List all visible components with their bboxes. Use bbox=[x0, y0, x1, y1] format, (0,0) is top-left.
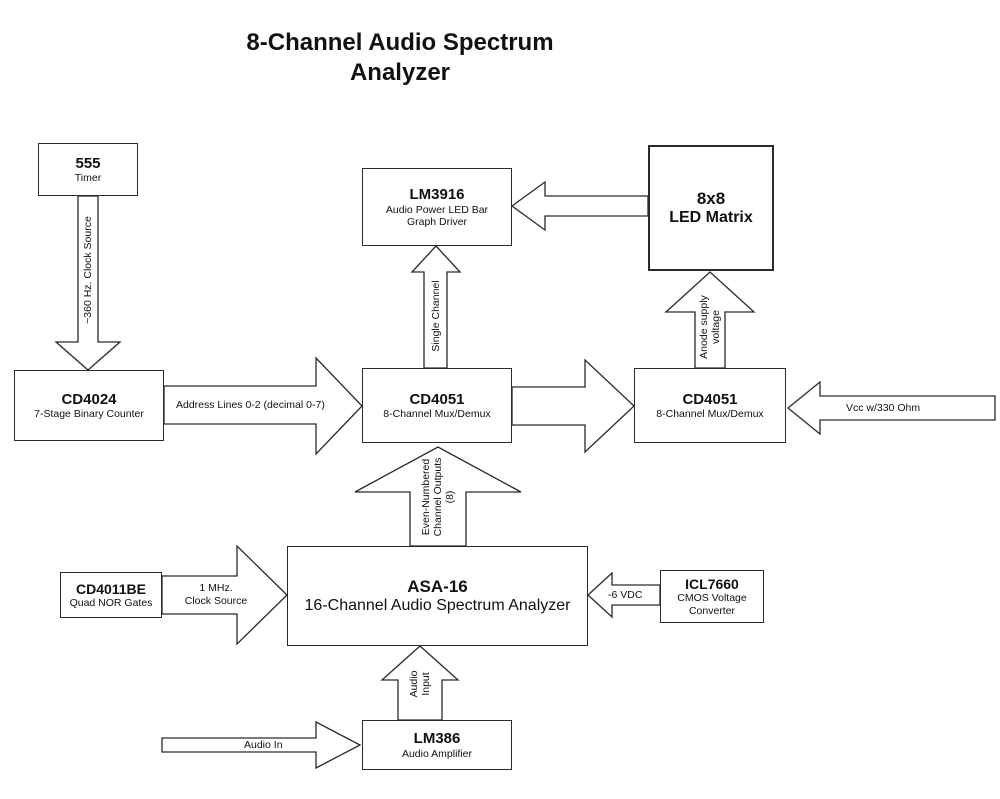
diagram-title-line1: 8-Channel Audio Spectrum bbox=[246, 29, 554, 56]
block-subtitle: Timer bbox=[74, 172, 102, 185]
block-title: LM386 bbox=[413, 730, 461, 748]
label-clk-line1: 1 MHz. bbox=[199, 582, 233, 594]
arrow-vcc-to-mux2 bbox=[786, 380, 996, 436]
block-title: ASA-16 bbox=[407, 577, 468, 597]
block-subtitle: 16-Channel Audio Spectrum Analyzer bbox=[304, 596, 571, 614]
label-anode-line2: voltage bbox=[710, 310, 722, 344]
block-subtitle: Quad NOR Gates bbox=[69, 597, 153, 610]
block-title: 8x8 bbox=[696, 189, 726, 209]
label-single-channel: Single Channel bbox=[429, 280, 442, 352]
label-address-lines: Address Lines 0-2 (decimal 0-7) bbox=[176, 399, 325, 411]
block-title: CD4051 bbox=[409, 390, 465, 408]
label-even-line3: (8) bbox=[444, 490, 457, 504]
block-subtitle-line1: CMOS Voltage bbox=[677, 592, 747, 605]
block-lm386-amplifier: LM386 Audio Amplifier bbox=[362, 720, 512, 770]
label-anode-supply: Anode supply voltage bbox=[698, 295, 722, 359]
block-icl7660-converter: ICL7660 CMOS Voltage Converter bbox=[660, 570, 764, 623]
label-audio-line2: Input bbox=[420, 672, 432, 696]
arrow-mux2-to-matrix bbox=[664, 271, 756, 369]
block-subtitle: 8-Channel Mux/Demux bbox=[383, 408, 491, 421]
label-neg6-vdc: -6 VDC bbox=[608, 589, 643, 601]
block-title: ICL7660 bbox=[685, 576, 739, 593]
label-even-numbered-outputs: Even-Numbered Channel Outputs (8) bbox=[420, 458, 456, 537]
arrow-mux1-to-lm3916 bbox=[410, 245, 462, 369]
arrow-icl7660-to-asa16 bbox=[587, 571, 661, 619]
block-cd4011be-nor: CD4011BE Quad NOR Gates bbox=[60, 572, 162, 618]
block-title: CD4011BE bbox=[75, 580, 147, 597]
label-audio-input: Audio Input bbox=[408, 671, 432, 698]
block-subtitle-line2: Graph Driver bbox=[406, 215, 468, 228]
arrow-nor-to-asa16 bbox=[161, 544, 288, 646]
block-subtitle-line1: Audio Power LED Bar bbox=[385, 203, 489, 216]
arrow-audioin-to-lm386 bbox=[161, 720, 362, 770]
label-1mhz-clock: 1 MHz. Clock Source bbox=[184, 582, 248, 607]
arrow-counter-to-mux1 bbox=[163, 356, 363, 456]
label-clock-source: ~360 Hz. Clock Source bbox=[81, 216, 94, 324]
block-cd4051-mux-right: CD4051 8-Channel Mux/Demux bbox=[634, 368, 786, 443]
block-555-timer: 555 Timer bbox=[38, 143, 138, 196]
diagram-title-line2: Analyzer bbox=[349, 59, 451, 86]
arrow-lm386-to-asa16 bbox=[380, 645, 460, 721]
block-title: LM3916 bbox=[409, 186, 465, 204]
block-lm3916-driver: LM3916 Audio Power LED Bar Graph Driver bbox=[362, 168, 512, 246]
label-even-line2: Channel Outputs bbox=[431, 457, 444, 537]
label-vcc: Vcc w/330 Ohm bbox=[846, 402, 921, 414]
label-anode-line1: Anode supply bbox=[697, 295, 710, 359]
label-audio-line1: Audio bbox=[407, 670, 420, 698]
block-cd4051-mux-left: CD4051 8-Channel Mux/Demux bbox=[362, 368, 512, 443]
diagram-title: 8-Channel Audio Spectrum Analyzer bbox=[210, 28, 590, 88]
label-even-line1: Even-Numbered bbox=[419, 458, 432, 536]
block-title: CD4024 bbox=[61, 390, 117, 408]
block-title: CD4051 bbox=[682, 390, 738, 408]
block-8x8-led-matrix: 8x8 LED Matrix bbox=[648, 145, 774, 271]
block-asa16-analyzer: ASA-16 16-Channel Audio Spectrum Analyze… bbox=[287, 546, 588, 646]
block-subtitle: 8-Channel Mux/Demux bbox=[656, 408, 764, 421]
label-clk-line2: Clock Source bbox=[184, 594, 248, 607]
block-cd4024-counter: CD4024 7-Stage Binary Counter bbox=[14, 370, 164, 441]
label-audio-in: Audio In bbox=[244, 739, 283, 751]
block-subtitle: 7-Stage Binary Counter bbox=[34, 408, 144, 421]
block-subtitle-line2: Converter bbox=[688, 604, 736, 617]
arrow-matrix-to-lm3916 bbox=[510, 180, 649, 232]
block-title: 555 bbox=[75, 154, 101, 172]
block-subtitle: Audio Amplifier bbox=[401, 747, 473, 760]
arrow-mux1-to-mux2 bbox=[511, 358, 635, 454]
arrow-timer-to-counter bbox=[54, 195, 122, 371]
block-subtitle: LED Matrix bbox=[669, 208, 753, 226]
arrow-asa16-to-mux1 bbox=[354, 446, 522, 547]
